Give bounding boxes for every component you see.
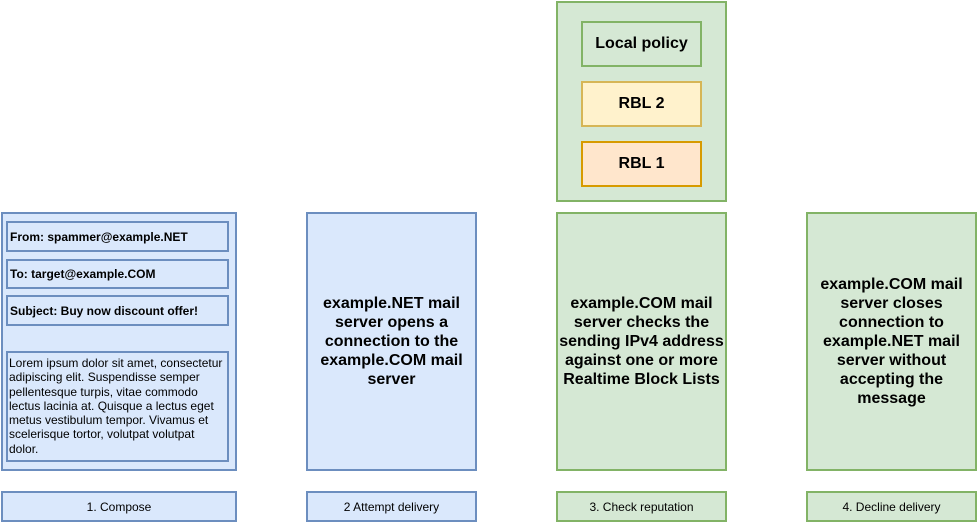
step-4-panel: example.COM mail server closes connectio…	[806, 212, 977, 471]
from-text: From: spammer@example.NET	[10, 229, 188, 244]
policy-stack: Local policy RBL 2 RBL 1	[556, 1, 727, 202]
policy-rbl-1: RBL 1	[581, 141, 702, 187]
subject-text: Subject: Buy now discount offer!	[10, 303, 198, 318]
step-4-text: example.COM mail server closes connectio…	[820, 275, 962, 408]
message-body: Lorem ipsum dolor sit amet, consectetur …	[6, 351, 229, 462]
subject-field: Subject: Buy now discount offer!	[6, 295, 229, 326]
message-body-line: metus vestibulum tempor. Vivamus et	[9, 413, 209, 428]
step-3-caption: 3. Check reputation	[556, 491, 727, 522]
step-4-line: example.COM mail	[820, 276, 963, 293]
message-body-line: adipiscing elit. Suspendisse semper	[9, 370, 200, 385]
step-2-line: example.NET mail	[323, 295, 460, 312]
step-2-line: server	[367, 371, 416, 388]
step-3-text: example.COM mail server checks the sendi…	[559, 294, 724, 389]
step-3-panel: example.COM mail server checks the sendi…	[556, 212, 727, 471]
step-4-line: server without	[836, 352, 947, 369]
step-4-line: accepting the	[839, 371, 944, 388]
step-1-caption: 1. Compose	[1, 491, 237, 522]
message-body-line: pellentesque turpis, vitae commodo	[9, 384, 198, 399]
step-4-line: connection to	[839, 314, 944, 331]
step-3-line: example.COM mail	[570, 295, 713, 312]
policy-rbl-2: RBL 2	[581, 81, 702, 127]
step-2-caption-text: 2 Attempt delivery	[343, 499, 440, 514]
policy-local: Local policy	[581, 21, 702, 67]
step-4-caption: 4. Decline delivery	[806, 491, 977, 522]
message-body-line: dolor.	[9, 441, 39, 456]
step-2-line: connection to the	[324, 333, 459, 350]
step-3-line: against one or more	[565, 352, 718, 369]
message-body-line: lectus lacinia at. Quisque a lectus eget	[9, 398, 214, 413]
message-body-line: Lorem ipsum dolor sit amet, consectetur	[9, 356, 223, 370]
step-2-text: example.NET mail server opens a connecti…	[320, 294, 462, 389]
step-4-line: example.NET mail	[823, 333, 960, 350]
step-1-caption-text: 1. Compose	[86, 499, 152, 514]
step-2-caption: 2 Attempt delivery	[306, 491, 477, 522]
step-2-panel: example.NET mail server opens a connecti…	[306, 212, 477, 471]
policy-rbl-2-label: RBL 2	[618, 95, 665, 112]
step-4-caption-text: 4. Decline delivery	[842, 499, 941, 514]
step-2-line: server opens a	[335, 314, 448, 331]
policy-rbl-1-label: RBL 1	[618, 155, 665, 172]
step-3-line: server checks the	[573, 314, 710, 331]
compose-panel: From: spammer@example.NET To: target@exa…	[1, 212, 237, 471]
step-3-line: sending IPv4 address	[559, 333, 724, 350]
message-body-line: scelerisque tortor, volutpat volutpat	[9, 427, 195, 442]
step-3-line: Realtime Block Lists	[563, 371, 720, 388]
step-4-line: message	[857, 390, 926, 407]
step-3-caption-text: 3. Check reputation	[589, 499, 694, 514]
to-field: To: target@example.COM	[6, 259, 229, 289]
policy-local-label: Local policy	[595, 35, 688, 52]
step-4-line: server closes	[840, 295, 943, 312]
step-2-line: example.COM mail	[320, 352, 463, 369]
from-field: From: spammer@example.NET	[6, 221, 229, 252]
to-text: To: target@example.COM	[10, 267, 156, 281]
